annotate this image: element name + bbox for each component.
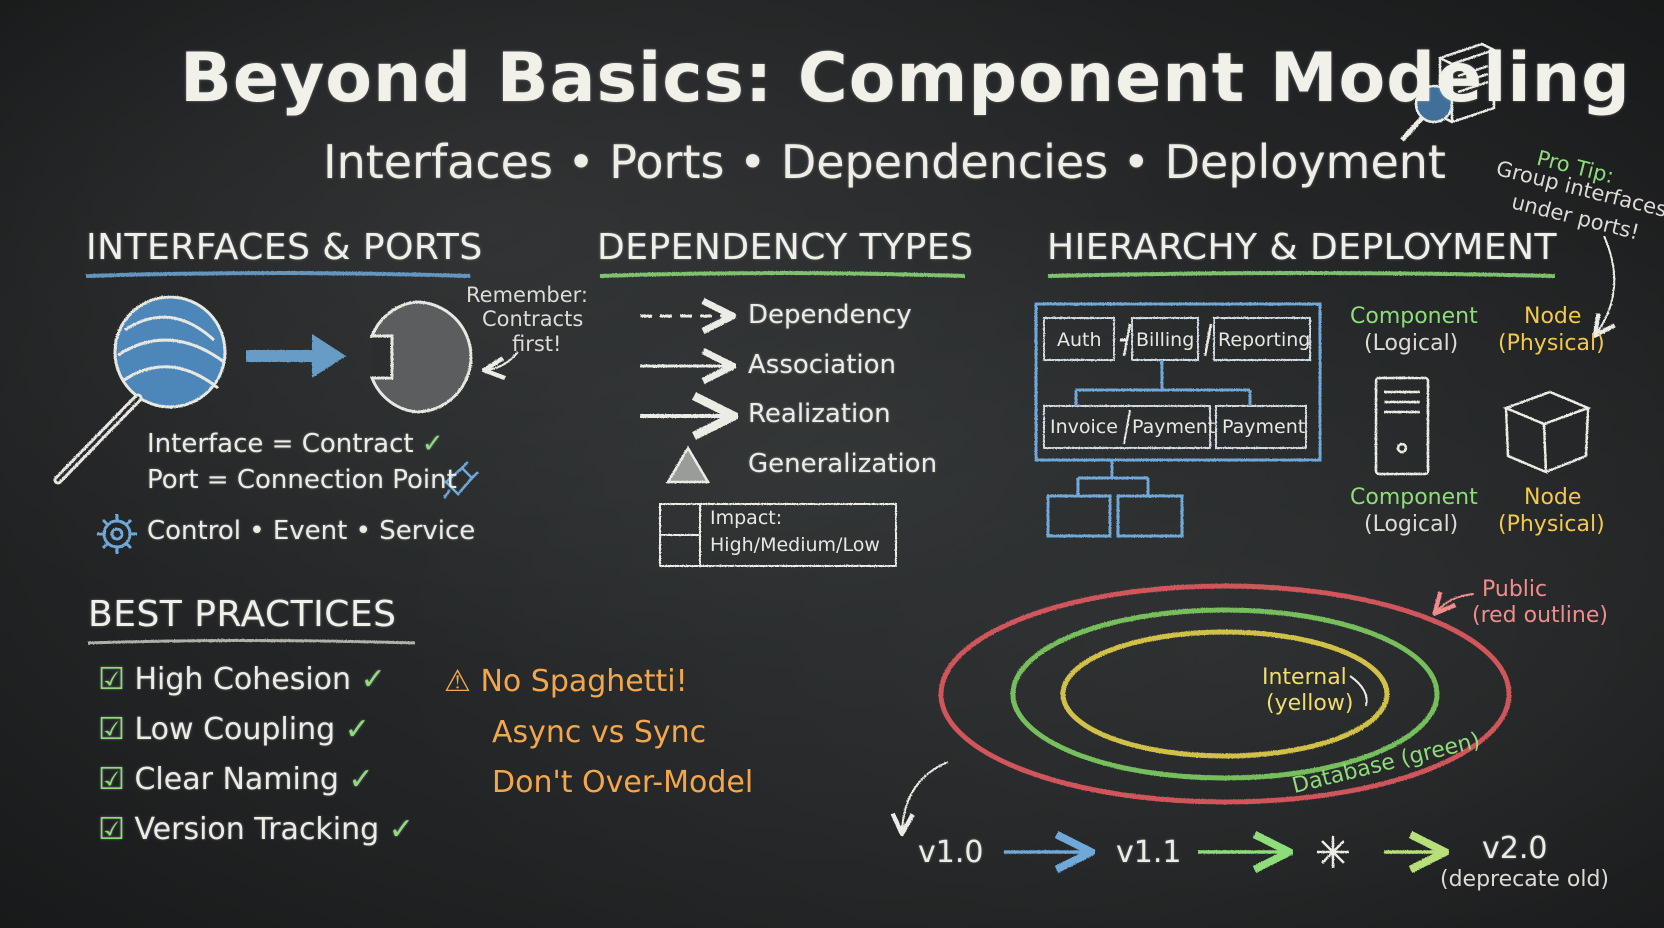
warning-icon: ⚠	[444, 664, 471, 699]
public-arrow	[1436, 594, 1475, 612]
warning-over-model: Don't Over-Model	[492, 765, 754, 800]
internal-ellipse	[1060, 629, 1390, 759]
checkbox-icon: ☑	[98, 712, 125, 747]
hierarchy-frame	[1034, 302, 1322, 538]
practice-item: ☑ High Cohesion ✓	[98, 662, 386, 697]
warning-no-spaghetti: ⚠ No Spaghetti!	[444, 664, 688, 699]
version-arrow	[902, 761, 949, 832]
generalization-triangle	[665, 445, 711, 484]
impact-levels: High/Medium/Low	[710, 534, 880, 556]
hier-underline	[1047, 271, 1556, 278]
practice-item: ☑ Clear Naming ✓	[98, 762, 374, 797]
checkbox-icon: ☑	[98, 662, 125, 697]
server-tower-icon	[1374, 376, 1430, 476]
socket-port-icon	[369, 300, 473, 414]
public-ellipse	[938, 583, 1512, 805]
dep-item-dependency: Dependency	[748, 300, 912, 330]
box-payment-a: Payment	[1132, 416, 1216, 438]
dep-item-association: Association	[748, 350, 897, 380]
practice-item: ☑ Low Coupling ✓	[98, 712, 370, 747]
node-label-bottom: Node	[1524, 485, 1582, 510]
practice-item: ☑ Version Tracking ✓	[98, 812, 414, 847]
best-underline	[87, 639, 416, 645]
interface-arrow	[246, 334, 346, 378]
slash-1	[1122, 323, 1132, 357]
section-hierarchy-heading: HIERARCHY & DEPLOYMENT	[1047, 227, 1558, 268]
box-auth: Auth	[1057, 329, 1102, 351]
public-sub: (red outline)	[1472, 603, 1608, 628]
remember-line1: Remember:	[466, 283, 588, 307]
plug-icon	[443, 461, 479, 499]
checkbox-icon: ☑	[98, 812, 125, 847]
server-magnifier-icon	[1400, 42, 1496, 142]
warning-async: Async vs Sync	[492, 715, 707, 750]
dep-item-realization: Realization	[748, 399, 891, 429]
impact-box-frame	[659, 503, 897, 567]
section-interfaces-heading: INTERFACES & PORTS	[86, 227, 483, 268]
version-v1-1: v1.1	[1116, 835, 1182, 870]
node-sub-top: (Physical)	[1498, 331, 1605, 356]
remember-line3: first!	[512, 332, 562, 356]
component-sub-top: (Logical)	[1364, 331, 1459, 356]
node-label-top: Node	[1524, 304, 1582, 329]
version-v1-0: v1.0	[918, 835, 984, 870]
gear-icon	[97, 514, 137, 554]
version-v2-0: v2.0	[1482, 831, 1548, 866]
component-label-top: Component	[1350, 304, 1478, 329]
check-icon: ✓	[421, 429, 444, 459]
version-note: (deprecate old)	[1440, 867, 1609, 892]
check-icon: ✓	[348, 762, 374, 797]
deps-underline	[599, 271, 966, 278]
slash-2	[1203, 323, 1213, 357]
component-label-bottom: Component	[1350, 485, 1478, 510]
slash-3	[1123, 409, 1131, 445]
section-dependency-heading: DEPENDENCY TYPES	[597, 227, 974, 268]
remember-line2: Contracts	[482, 307, 584, 331]
interfaces-underline	[85, 271, 471, 278]
protip-arrow	[1596, 235, 1614, 334]
public-label: Public	[1482, 577, 1548, 602]
internal-label: Internal	[1262, 665, 1347, 690]
spark-icon	[1317, 836, 1349, 868]
check-icon: ✓	[388, 812, 414, 847]
port-definition: Port = Connection Point	[147, 465, 457, 495]
node-sub-bottom: (Physical)	[1498, 512, 1605, 537]
box-reporting: Reporting	[1218, 329, 1311, 351]
remember-arrow	[486, 351, 519, 370]
check-icon: ✓	[360, 662, 386, 697]
impact-label: Impact:	[710, 507, 783, 529]
box-invoice: Invoice	[1050, 416, 1118, 438]
dep-item-generalization: Generalization	[748, 449, 938, 479]
check-icon: ✓	[344, 712, 370, 747]
internal-sub: (yellow)	[1266, 691, 1354, 716]
checkbox-icon: ☑	[98, 762, 125, 797]
section-best-practices-heading: BEST PRACTICES	[88, 594, 397, 635]
database-ellipse	[1010, 607, 1440, 781]
interface-kinds: Control • Event • Service	[147, 516, 476, 546]
lollipop-interface-icon	[53, 295, 227, 485]
interface-definition: Interface = Contract ✓	[147, 429, 444, 459]
box-payment-b: Payment	[1222, 416, 1306, 438]
page-title: Beyond Basics: Component Modeling	[180, 39, 1631, 118]
page-subtitle: Interfaces • Ports • Dependencies • Depl…	[323, 135, 1446, 189]
component-sub-bottom: (Logical)	[1364, 512, 1459, 537]
cube-icon	[1502, 390, 1592, 474]
box-billing: Billing	[1136, 329, 1195, 351]
internal-pointer	[1349, 675, 1368, 707]
